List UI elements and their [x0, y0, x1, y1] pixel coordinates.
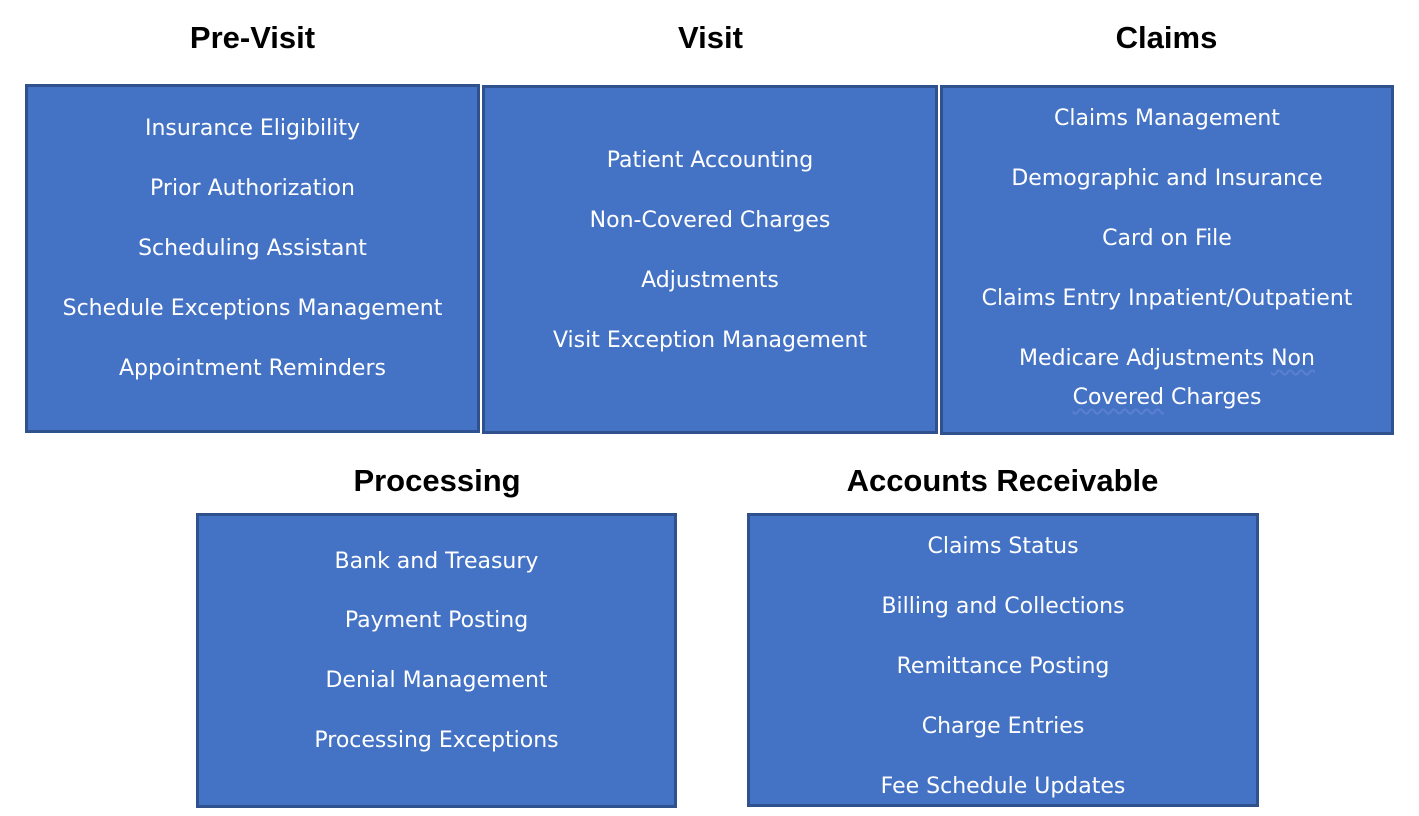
list-item: Insurance Eligibility	[144, 116, 361, 141]
list-item-medicare-adjustments: Medicare Adjustments Non	[943, 339, 1391, 378]
claims-heading: Claims	[1115, 20, 1218, 55]
list-item: Claims Management	[1054, 106, 1280, 131]
list-item: Visit Exception Management	[552, 328, 868, 353]
list-item: Adjustments	[641, 268, 779, 293]
list-item-medicare-adjustments-line2: Covered Charges	[943, 378, 1391, 417]
list-item-text: Charges	[1164, 385, 1262, 410]
spellcheck-flagged-text: Non	[1271, 346, 1315, 371]
list-item: Non-Covered Charges	[589, 208, 831, 233]
visit-box: Patient Accounting Non-Covered Charges A…	[482, 85, 938, 434]
list-item: Patient Accounting	[606, 148, 814, 173]
list-item: Prior Authorization	[150, 176, 355, 201]
list-item: Remittance Posting	[896, 654, 1110, 679]
accounts-receivable-box: Claims Status Billing and Collections Re…	[747, 513, 1259, 807]
spellcheck-flagged-text: Covered	[1072, 385, 1165, 410]
pre-visit-box: Insurance Eligibility Prior Authorizatio…	[25, 84, 480, 433]
list-item: Denial Management	[325, 668, 548, 693]
list-item: Scheduling Assistant	[138, 236, 367, 261]
list-item: Processing Exceptions	[314, 728, 559, 753]
pre-visit-heading: Pre-Visit	[189, 20, 316, 55]
list-item: Billing and Collections	[881, 594, 1125, 619]
processing-heading: Processing	[353, 463, 521, 498]
visit-heading: Visit	[678, 20, 743, 55]
accounts-receivable-heading: Accounts Receivable	[846, 463, 1159, 498]
list-item-text: Medicare Adjustments	[1019, 346, 1272, 371]
list-item: Claims Status	[927, 534, 1079, 559]
list-item: Fee Schedule Updates	[880, 774, 1126, 799]
claims-box: Claims Management Demographic and Insura…	[940, 85, 1394, 435]
list-item: Appointment Reminders	[119, 356, 386, 381]
list-item: Demographic and Insurance	[1011, 166, 1323, 191]
list-item: Payment Posting	[344, 608, 529, 633]
list-item: Claims Entry Inpatient/Outpatient	[981, 286, 1353, 311]
processing-box: Bank and Treasury Payment Posting Denial…	[196, 513, 677, 808]
list-item: Bank and Treasury	[334, 549, 539, 574]
list-item: Charge Entries	[921, 714, 1085, 739]
list-item: Schedule Exceptions Management	[62, 296, 443, 321]
list-item: Card on File	[1102, 226, 1232, 251]
